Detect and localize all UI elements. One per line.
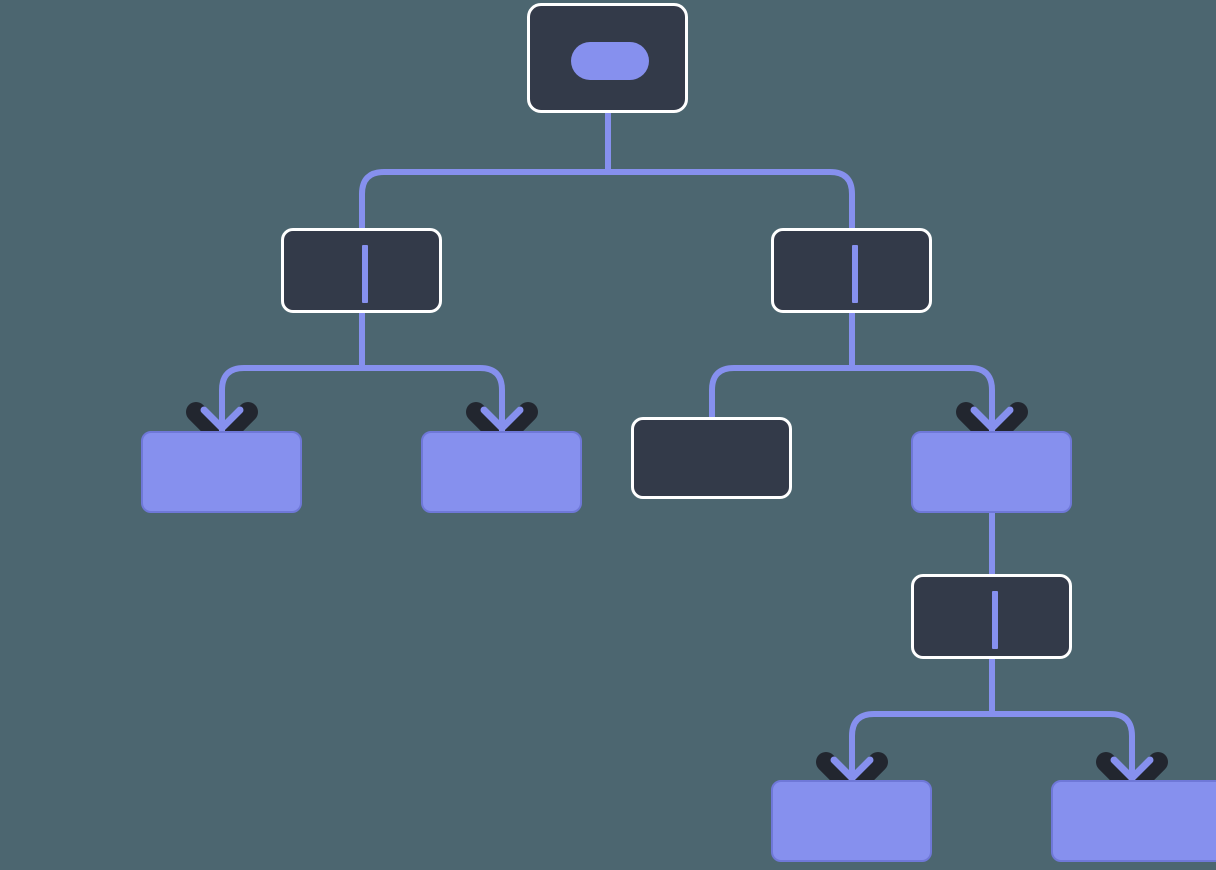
edge-l3-a-to-l4-a [849, 659, 995, 781]
edge-l1-right-to-l2-d [849, 313, 995, 432]
node-root[interactable] [527, 3, 688, 113]
node-bar-glyph [992, 591, 998, 649]
edge-root-to-l1-left [359, 113, 611, 228]
edge-l1-left-to-l2-a [219, 313, 365, 432]
edge-l1-left-to-l2-b [359, 313, 505, 432]
arrowhead-purple-l2-d [970, 390, 1014, 434]
node-l2-c[interactable] [631, 417, 792, 499]
arrowhead-purple-l4-a [830, 740, 874, 784]
edge-l3-a-to-l4-b [989, 659, 1135, 781]
node-l3-a[interactable] [911, 574, 1072, 659]
node-l2-b[interactable] [421, 431, 582, 513]
root-pill-glyph [571, 42, 649, 80]
node-l1-right[interactable] [771, 228, 932, 313]
edge-l1-right-to-l2-c [709, 313, 855, 417]
arrowhead-purple-l2-b [480, 390, 524, 434]
node-l2-a[interactable] [141, 431, 302, 513]
arrowhead-purple-l2-a [200, 390, 244, 434]
edge-root-to-l1-right [605, 113, 855, 228]
node-bar-glyph [852, 245, 858, 303]
node-l4-b[interactable] [1051, 780, 1216, 862]
node-l2-d[interactable] [911, 431, 1072, 513]
arrowhead-purple-l4-b [1110, 740, 1154, 784]
node-l1-left[interactable] [281, 228, 442, 313]
node-l4-a[interactable] [771, 780, 932, 862]
node-bar-glyph [362, 245, 368, 303]
